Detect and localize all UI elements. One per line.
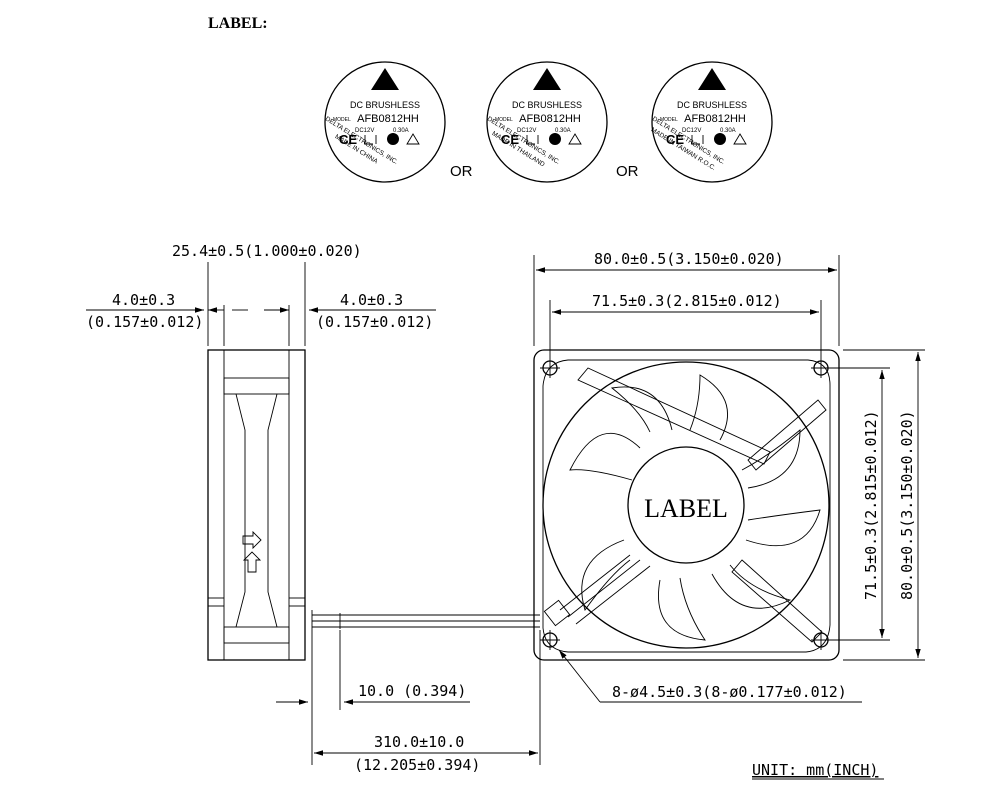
- cert-icon: [714, 133, 726, 145]
- label-current: 0.30A: [555, 128, 571, 134]
- label-heading: LABEL:: [208, 15, 268, 32]
- lead-wire: [311, 610, 541, 765]
- hole-spacing-h-text: 71.5±0.3(2.815±0.012): [592, 292, 782, 310]
- label-line1: DC BRUSHLESS: [350, 100, 420, 110]
- ce-mark: CE: [666, 132, 684, 147]
- unit-note: UNIT: mm(INCH): [752, 761, 878, 779]
- ce-mark: CE: [501, 132, 519, 147]
- ul-icon: [526, 135, 539, 145]
- side-width-text: 25.4±0.5(1.000±0.020): [172, 242, 362, 260]
- lead-length-inch-text: (12.205±0.394): [354, 756, 480, 774]
- left-flange-inch: (0.157±0.012): [86, 313, 203, 331]
- label-voltage: DC12V: [355, 128, 374, 134]
- lead-length-mm-text: 310.0±10.0: [374, 733, 464, 751]
- cert-icon: [733, 133, 747, 145]
- airflow-arrow-icon: [242, 530, 262, 550]
- front-dimensions: 80.0±0.5(3.150±0.020) 71.5±0.3(2.815±0.0…: [276, 250, 925, 774]
- fan-side-view: [207, 349, 306, 661]
- right-flange-mm: 4.0±0.3: [340, 291, 403, 309]
- or-separator-1: OR: [450, 163, 473, 180]
- holes-text: 8-ø4.5±0.3(8-ø0.177±0.012): [612, 683, 847, 701]
- label-model-prefix: MODEL: [495, 117, 513, 123]
- cert-icon: [549, 133, 561, 145]
- fan-label-1: DC BRUSHLESS MODEL AFB0812HH DC12V 0.30A…: [324, 61, 446, 183]
- overall-width-text: 80.0±0.5(3.150±0.020): [594, 250, 784, 268]
- ul-icon: [691, 135, 704, 145]
- cert-icon: [568, 133, 582, 145]
- side-width-dimension: 25.4±0.5(1.000±0.020) 4.0±0.3 (0.157±0.0…: [86, 242, 436, 346]
- label-model-prefix: MODEL: [660, 117, 678, 123]
- fan-front-view: LABEL: [533, 349, 840, 661]
- left-flange-mm: 4.0±0.3: [112, 291, 175, 309]
- label-voltage: DC12V: [517, 128, 536, 134]
- overall-height-text: 80.0±0.5(3.150±0.020): [898, 410, 916, 600]
- right-flange-inch: (0.157±0.012): [316, 313, 433, 331]
- label-line1: DC BRUSHLESS: [512, 100, 582, 110]
- ce-mark: CE: [339, 132, 357, 147]
- strip-length-text: 10.0 (0.394): [358, 682, 466, 700]
- label-model: AFB0812HH: [357, 113, 419, 125]
- cert-icon: [406, 133, 420, 145]
- label-model: AFB0812HH: [519, 113, 581, 125]
- fan-label-3: DC BRUSHLESS MODEL AFB0812HH DC12V 0.30A…: [649, 61, 773, 183]
- label-line1: DC BRUSHLESS: [677, 100, 747, 110]
- ul-icon: [364, 135, 377, 145]
- label-current: 0.30A: [720, 128, 736, 134]
- fan-label-2: DC BRUSHLESS MODEL AFB0812HH DC12V 0.30A…: [486, 61, 608, 183]
- label-model: AFB0812HH: [684, 113, 746, 125]
- rotation-arrow-icon: [242, 551, 262, 573]
- cert-icon: [387, 133, 399, 145]
- label-model-prefix: MODEL: [333, 117, 351, 123]
- label-current: 0.30A: [393, 128, 409, 134]
- label-voltage: DC12V: [682, 128, 701, 134]
- or-separator-2: OR: [616, 163, 639, 180]
- hole-spacing-v-text: 71.5±0.3(2.815±0.012): [862, 410, 880, 600]
- center-label: LABEL: [644, 494, 728, 523]
